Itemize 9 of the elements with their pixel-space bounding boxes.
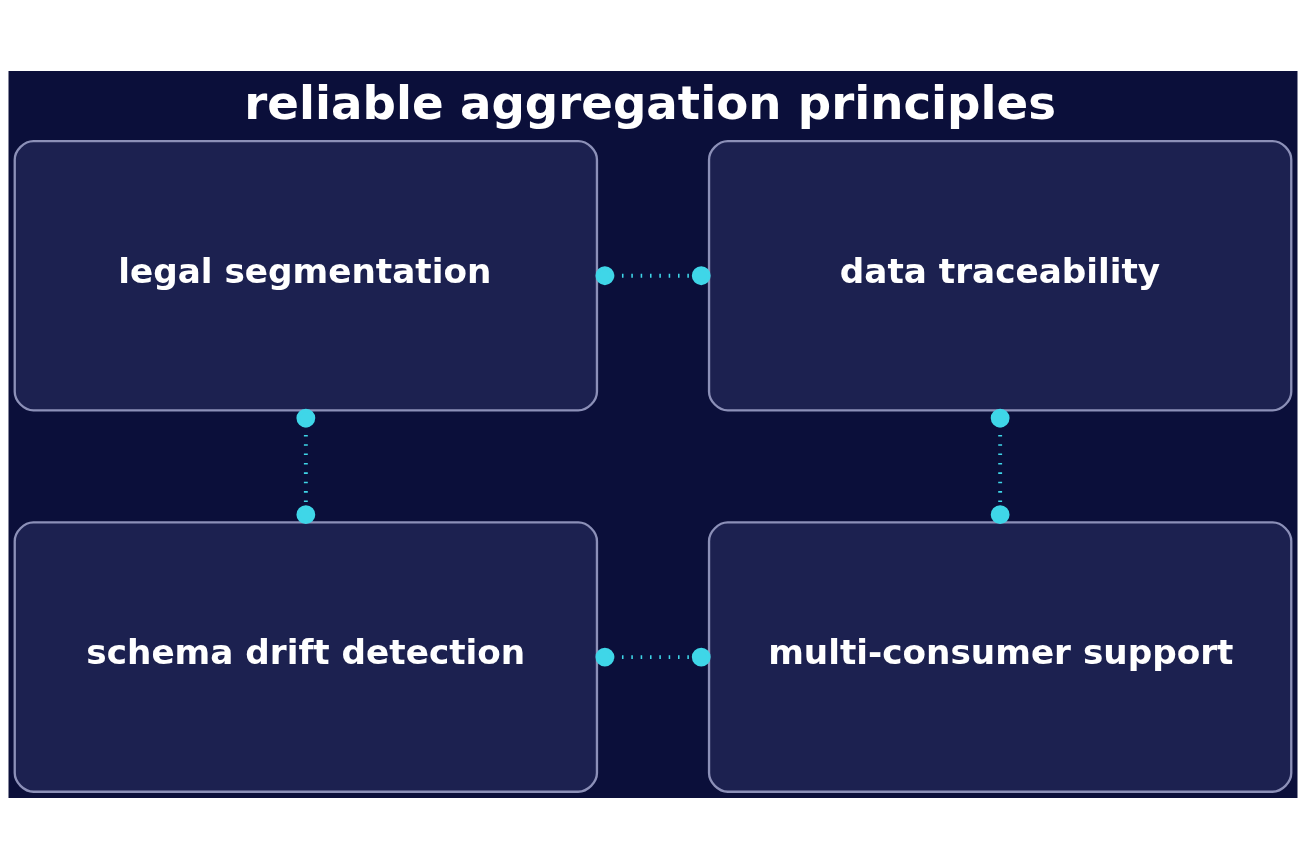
node-box: schema drift detection: [13, 520, 599, 793]
node-box: data traceability: [707, 139, 1293, 412]
node-box: multi-consumer support: [707, 520, 1293, 793]
connector: [296, 408, 316, 524]
connector: [990, 408, 1010, 524]
diagram-title: reliable aggregation principles: [244, 75, 1056, 130]
connector: [595, 265, 711, 285]
node-box: legal segmentation: [13, 139, 599, 412]
connector: [595, 647, 711, 667]
